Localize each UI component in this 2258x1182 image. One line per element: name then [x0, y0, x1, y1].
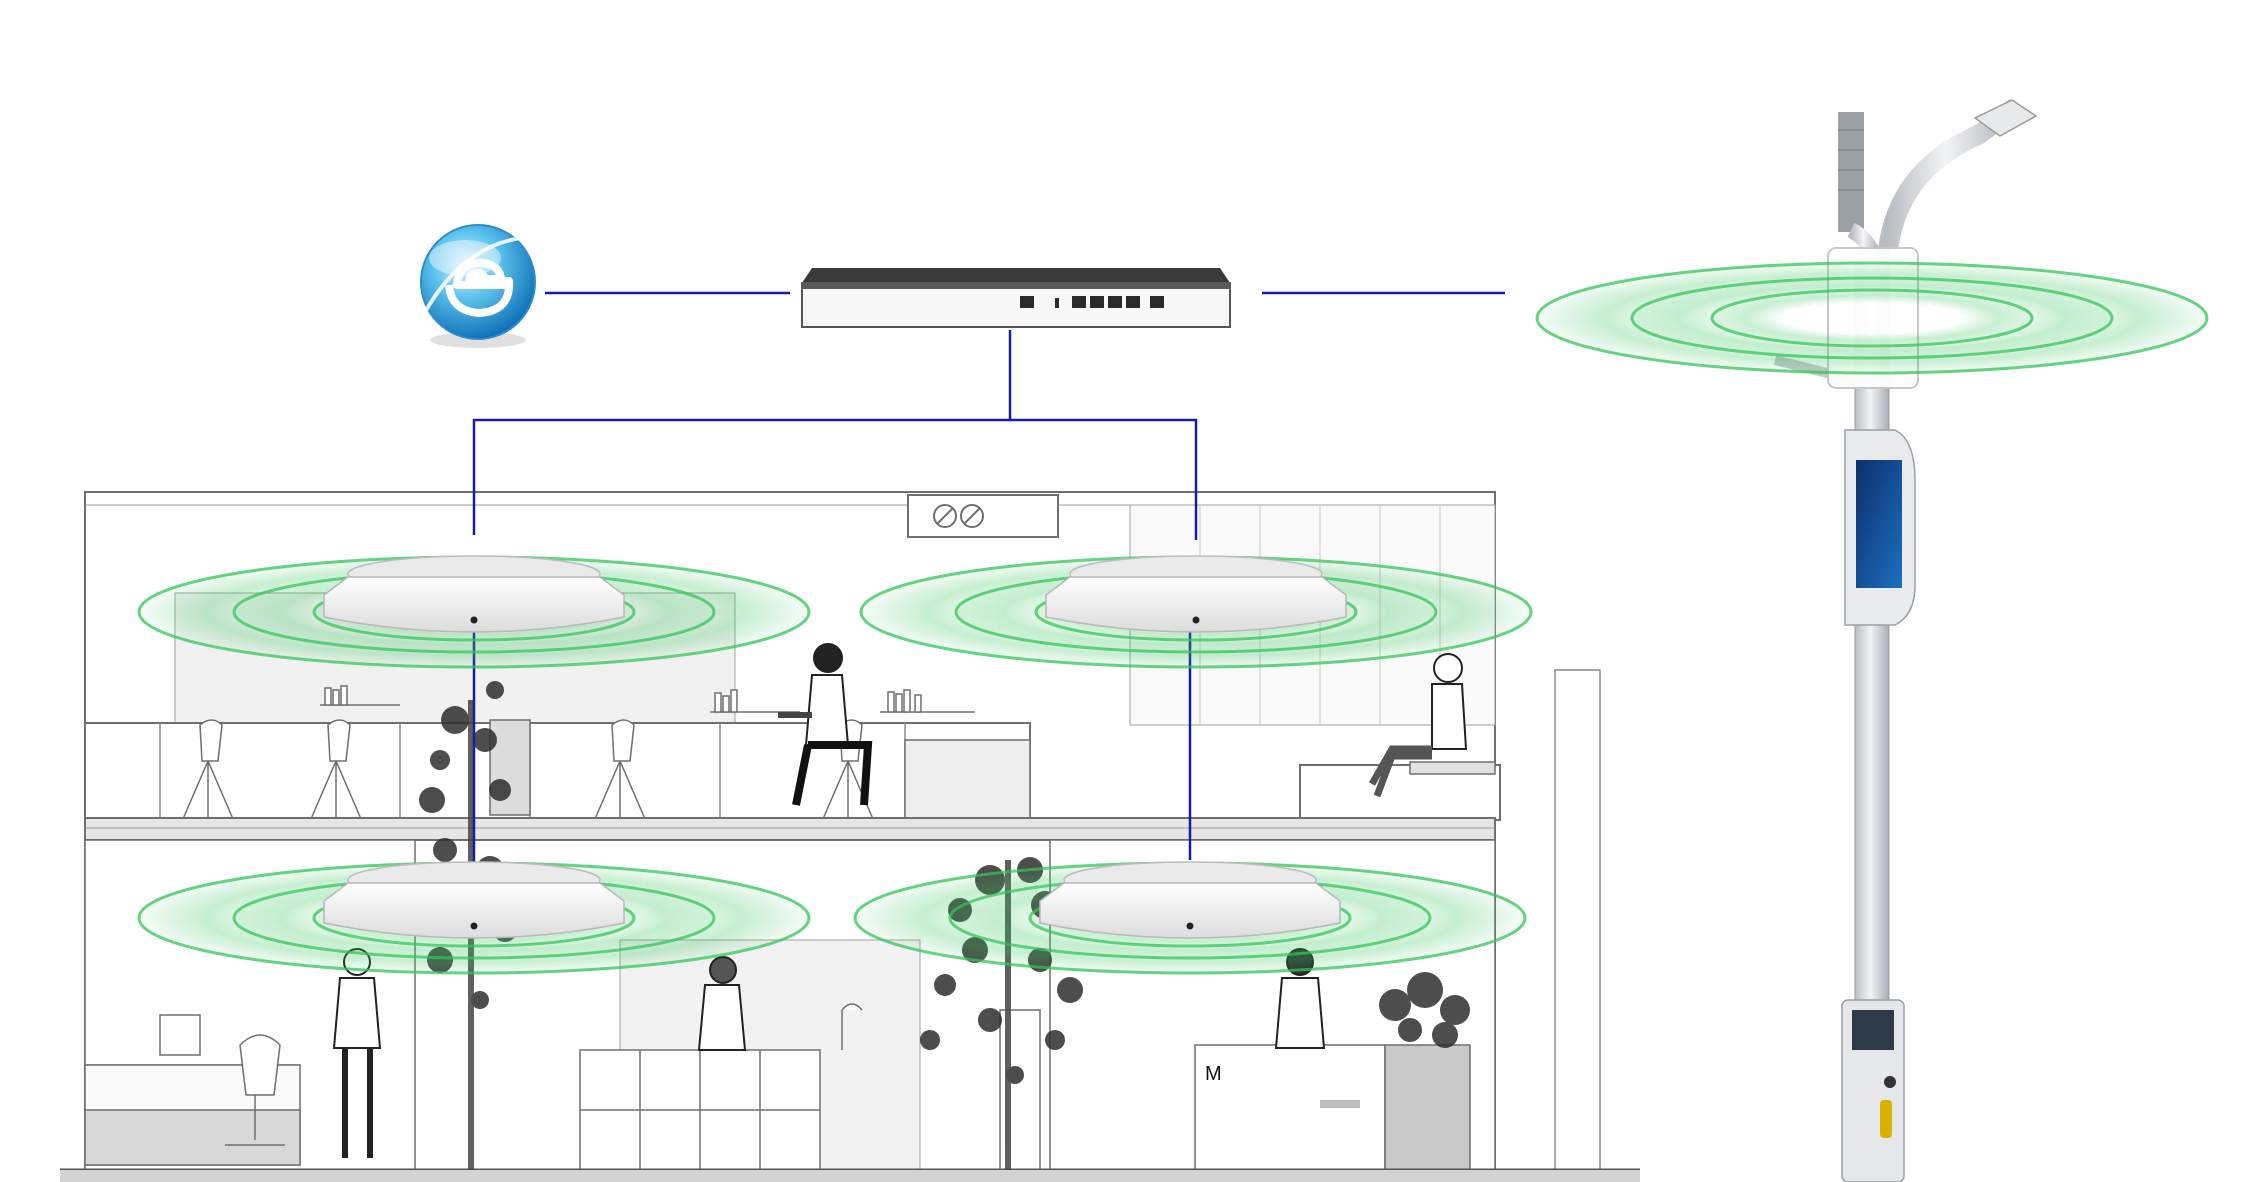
ap-4-ceiling-ap-icon[interactable] — [1039, 861, 1341, 939]
upper-balustrade — [84, 722, 1031, 819]
potted-plant — [1379, 972, 1470, 1048]
internet-explorer-icon[interactable] — [420, 224, 536, 348]
lamp-arm — [1878, 98, 2022, 252]
ap-4-status-led-icon — [1186, 922, 1194, 930]
ap-2-ceiling-ap-icon[interactable] — [1045, 555, 1347, 633]
person-standing-left — [332, 948, 382, 1158]
upper-bookshelf — [320, 685, 975, 713]
person-working-laptop — [778, 643, 873, 806]
person-sitting-lounge — [1368, 653, 1468, 798]
lamp-head — [1973, 99, 2038, 137]
link-router-ap1 — [472, 330, 1012, 535]
people — [332, 643, 1468, 1158]
person-drinking — [697, 956, 747, 1051]
upper-storage — [904, 739, 1031, 821]
router-ports — [1020, 296, 1164, 308]
link-router-ap2 — [1010, 418, 1198, 540]
reception-desk: M — [1194, 1044, 1471, 1171]
street-ap-coverage-ring-3 — [1712, 290, 2032, 346]
ap-3-status-led-icon — [470, 922, 478, 930]
ceiling-access-points — [323, 555, 1347, 939]
planter-box — [1384, 1044, 1471, 1171]
lounge-bench — [1409, 761, 1496, 775]
pole-display-screen — [1856, 460, 1902, 588]
ap-3-ceiling-ap-icon[interactable] — [323, 861, 625, 939]
ap-2-status-led-icon — [1192, 616, 1200, 624]
vent-fan-right — [960, 504, 984, 528]
street-ap-coverage-ring-edge-2 — [1630, 276, 2114, 360]
street-ap-coverage-ring-edge-1 — [1535, 261, 2209, 375]
lower-left-desk — [84, 1014, 301, 1166]
antenna-mast — [1838, 112, 1864, 232]
gateway-router-icon[interactable] — [801, 268, 1231, 328]
ap-1-ceiling-ap-icon[interactable] — [323, 555, 625, 633]
kitchen-counter — [579, 1003, 863, 1171]
ap-1-status-led-icon — [470, 616, 478, 624]
e-letter-icon — [445, 259, 514, 317]
vent-fan-left — [933, 504, 957, 528]
street-ap-coverage-ring-edge-3 — [1710, 288, 2034, 348]
upper-cabinet — [489, 719, 531, 816]
mezzanine-slab — [84, 817, 1496, 841]
reception-logo: M — [1205, 1063, 1222, 1085]
